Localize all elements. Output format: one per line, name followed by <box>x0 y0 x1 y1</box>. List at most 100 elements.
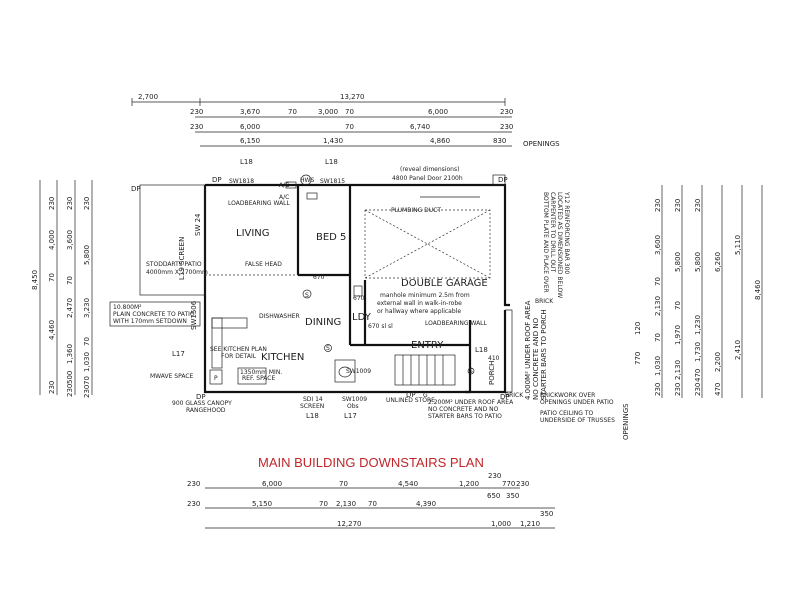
dim-bot2: 650 <box>487 492 500 500</box>
dim-right-small: 120 <box>634 322 642 335</box>
dim-top3: 6,740 <box>410 123 430 131</box>
fridge-space: 1350mm MIN. <box>240 369 282 376</box>
dim-top2: 3,000 <box>318 108 338 116</box>
patio-size: 4000mm X 2700mm <box>146 269 208 276</box>
dim-bot2: 70 <box>319 500 328 508</box>
dim-right4: 470 <box>714 383 722 396</box>
dim-left3: 70 <box>83 337 91 346</box>
dim-bot1: 70 <box>339 480 348 488</box>
openings-label: OPENINGS <box>523 140 560 148</box>
dim-bot2: 4,390 <box>416 500 436 508</box>
dim-right1: 1,030 <box>654 356 662 376</box>
dim-left3: 70 <box>83 376 91 385</box>
dim-top2: 230 <box>500 108 513 116</box>
under-roof-note: STARTER BARS TO PATIO <box>428 413 502 420</box>
dim-top4: 6,150 <box>240 137 260 145</box>
dim-bot2: 350 <box>506 492 519 500</box>
dim-top2: 70 <box>288 108 297 116</box>
dim-left1: 4,000 <box>48 230 56 250</box>
right-dimensions: 230 3,600 70 2,130 70 1,030 230 230 5,80… <box>622 185 763 440</box>
dim-label: 670 <box>313 274 325 281</box>
window-sw24: SW 24 <box>194 213 202 236</box>
dim-right3: 230 <box>694 199 702 212</box>
patio-label: STODDARTS PATIO <box>146 261 202 268</box>
lintel-label: L18 <box>240 158 253 166</box>
manhole-note: or hallway where applicable <box>377 308 461 315</box>
bottom-dimensions: 230 6,000 70 4,540 1,200 230 770 230 230… <box>187 472 555 529</box>
under-roof-note: NO CONCRETE AND NO <box>428 406 499 413</box>
dim-left3: 230 <box>83 197 91 210</box>
dim-left1: 230 <box>48 197 56 210</box>
room-dining: DINING <box>305 317 341 328</box>
gas-label: G <box>423 392 428 399</box>
dim-left1: 4,460 <box>48 320 56 340</box>
dim-right5: 5,110 <box>734 235 742 255</box>
patio-ceiling-note: PATIO CEILING TO <box>540 410 594 417</box>
dim-bot3: 350 <box>540 510 553 518</box>
smoke-detector: S <box>469 368 473 375</box>
lintel-label: L17 <box>172 350 185 358</box>
lintel-label: L18 <box>306 412 319 420</box>
reinforcing-note: BOTTOM PLATE AND PLACE OVER <box>542 192 549 293</box>
patio-ceiling-note: UNDERSIDE OF TRUSSES <box>540 417 615 424</box>
dim-right2: 2,130 <box>674 360 682 380</box>
dim-right2: 230 <box>674 383 682 396</box>
dim-left2: 230 <box>66 384 74 397</box>
dim-left-total: 5,800 <box>83 245 91 265</box>
unlined-store-label: UNLINED STORE <box>386 397 435 404</box>
dim-top4: 1,430 <box>323 137 343 145</box>
dim-right2: 5,800 <box>674 252 682 272</box>
dim-right4: 6,260 <box>714 252 722 272</box>
dim-right3: 1,230 <box>694 315 702 335</box>
dim-top3: 230 <box>500 123 513 131</box>
room-names: LIVING BED 5 DINING KITCHEN DOUBLE GARAG… <box>178 228 496 385</box>
room-entry: ENTRY <box>411 340 444 351</box>
fridge-space: REF. SPACE <box>242 375 275 382</box>
dim-right2: 70 <box>674 301 682 310</box>
dim-left2: 2,470 <box>66 298 74 318</box>
dim-left2: 230 <box>66 197 74 210</box>
pantry-label: P <box>214 375 218 382</box>
dim-bot3: 1,000 <box>491 520 511 528</box>
dim-left3: 3,230 <box>83 298 91 318</box>
dim-top1-a: 2,700 <box>138 93 158 101</box>
room-kitchen: KITCHEN <box>261 352 304 363</box>
dim-right-small: 770 <box>634 352 642 365</box>
dim-bot1: 1,200 <box>459 480 479 488</box>
dim-right5: 2,410 <box>734 340 742 360</box>
downpipe-label: DP <box>212 176 222 184</box>
dim-left3: 1,030 <box>83 352 91 372</box>
dim-label: 410 <box>488 355 500 362</box>
window-sw1506: SW1506 <box>190 300 198 330</box>
downpipe-label: DP <box>498 176 508 184</box>
dim-bot1: 6,000 <box>262 480 282 488</box>
dim-label: 670 sl sl <box>368 323 393 330</box>
dishwasher-label: DISHWASHER <box>259 313 300 320</box>
mwave-label: MWAVE SPACE <box>150 373 194 380</box>
downpipe-label: DP <box>131 185 141 193</box>
porch-roof-note: STARTER BARS TO PORCH <box>540 309 548 400</box>
building-walls <box>139 174 513 394</box>
window-sw1818: SW1818 <box>229 178 254 185</box>
dim-top1-b: 13,270 <box>340 93 365 101</box>
canopy-label: RANGEHOOD <box>186 407 226 414</box>
dim-right2: 230 <box>674 199 682 212</box>
dim-top2: 6,000 <box>428 108 448 116</box>
reveal-label: (reveal dimensions) <box>400 166 459 173</box>
dim-right1: 3,600 <box>654 235 662 255</box>
dim-right1: 70 <box>654 333 662 342</box>
room-screen: L19 SCREEN <box>178 237 186 280</box>
top-dimensions: 2,700 13,270 230 3,670 70 3,000 70 6,000… <box>131 93 560 166</box>
dim-right1: 70 <box>654 277 662 286</box>
dim-right5: 8,460 <box>754 280 762 300</box>
reinforcing-note: LOCATED AS DIMENSIONED BELOW <box>556 192 563 298</box>
door-sdi14: SDI 14 <box>303 396 323 403</box>
dim-bot2: 2,130 <box>336 500 356 508</box>
reinforcing-note: CARPENTER TO DRILL OUT <box>549 192 556 272</box>
downpipe-label: DP <box>500 393 510 401</box>
kitchen-plan-note: FOR DETAIL <box>221 353 257 360</box>
brick-label: BRICK <box>535 298 554 305</box>
dim-right4: 2,200 <box>714 352 722 372</box>
dim-right1: 230 <box>654 383 662 396</box>
stoddarts-patio <box>139 184 206 296</box>
